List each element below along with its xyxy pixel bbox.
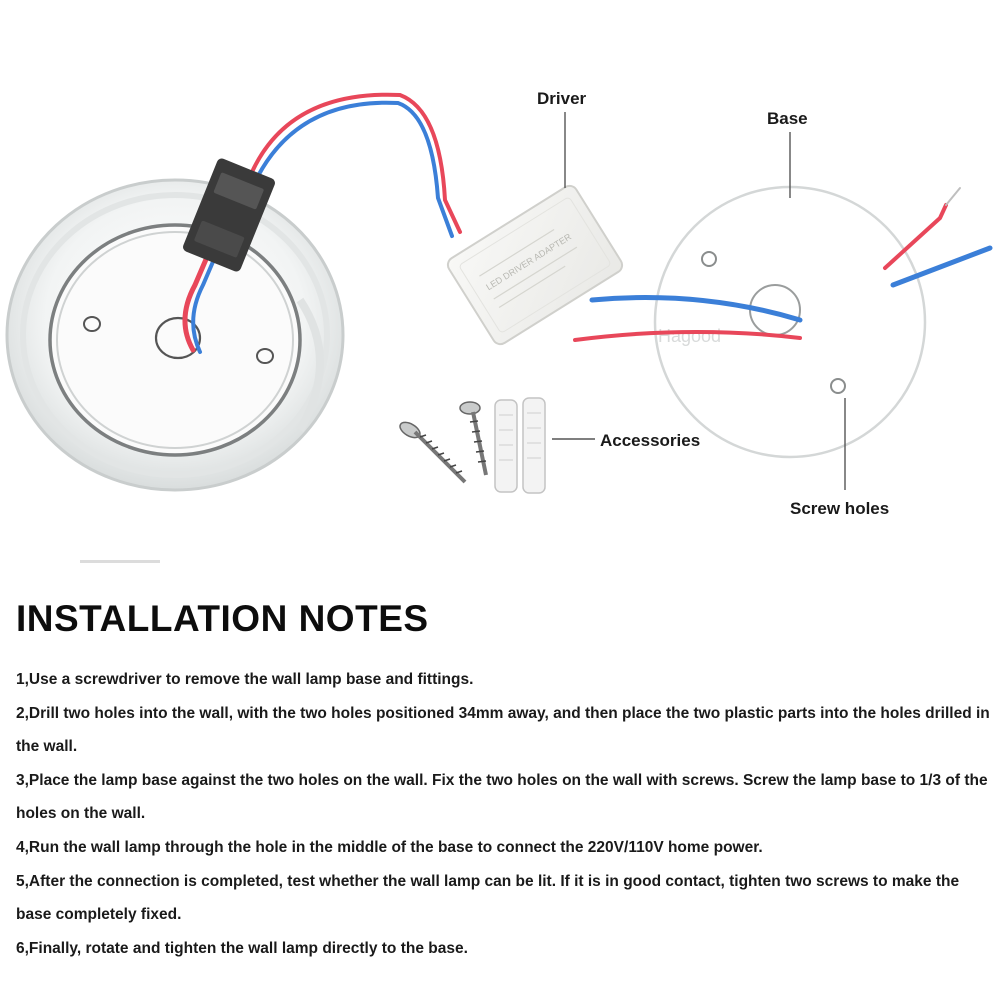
accessories-group	[399, 397, 546, 494]
driver-label: Driver	[537, 89, 587, 108]
screw-holes-label: Screw holes	[790, 499, 890, 518]
installation-notes-title: INSTALLATION NOTES	[16, 598, 429, 639]
accessories-label: Accessories	[600, 431, 701, 450]
screw-1	[399, 421, 467, 484]
driver-wires	[573, 187, 993, 342]
installation-diagram: Hagood LED DRIVER ADAPTER	[5, 89, 993, 563]
wall-lamp	[5, 178, 345, 563]
wire-connector	[183, 158, 275, 272]
watermark-text: Hagood	[658, 326, 721, 346]
diagram-svg: Hagood LED DRIVER ADAPTER	[5, 92, 993, 563]
installation-notes-list: 1,Use a screwdriver to remove the wall l…	[16, 663, 991, 965]
callout-lines	[552, 112, 846, 490]
lamp-wires	[182, 92, 462, 354]
note-item-6: 6,Finally, rotate and tighten the wall l…	[16, 939, 468, 957]
note-item-4: 4,Run the wall lamp through the hole in …	[16, 838, 763, 856]
note-item-1: 1,Use a screwdriver to remove the wall l…	[16, 671, 474, 688]
led-driver: LED DRIVER ADAPTER	[446, 184, 624, 346]
screw-2	[459, 401, 488, 476]
anchor-2	[522, 397, 546, 494]
note-item-2: 2,Drill two holes into the wall, with th…	[16, 704, 990, 756]
note-item-5: 5,After the connection is completed, tes…	[16, 872, 960, 924]
note-item-3: 3,Place the lamp base against the two ho…	[16, 771, 988, 823]
base-label: Base	[767, 109, 808, 128]
mounting-base: Hagood	[653, 185, 927, 459]
anchor-1	[494, 399, 518, 493]
